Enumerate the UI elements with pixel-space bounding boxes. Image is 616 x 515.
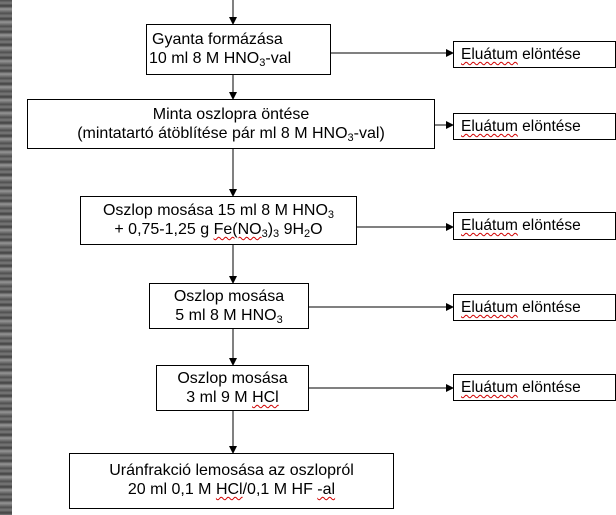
step-detail: (mintatartó átöblítése pár ml 8 M HNO3-v… [77,125,385,144]
eluate-discard-box: Eluátum elöntése [453,41,616,68]
step-title: Oszlop mosása [173,288,285,305]
eluate-discard-box: Eluátum elöntése [453,374,616,401]
step-title: Minta oszlopra öntése [152,106,310,123]
step-detail: 10 ml 8 M HNO3-val [149,50,292,69]
step-detail: 5 ml 8 M HNO3 [175,307,283,326]
step-oszlop-mosasa-15ml: Oszlop mosása 15 ml 8 M HNO3 + 0,75-1,25… [80,196,357,245]
step-title: Gyanta formázása [152,31,283,48]
eluate-discard-box: Eluátum elöntése [453,113,616,140]
background-stone-strip [0,0,12,515]
step-uranfrakcio-lemosasa: Uránfrakció lemosása az oszlopról 20 ml … [69,453,394,509]
step-detail: 3 ml 9 M HCl [186,389,279,406]
step-detail: 20 ml 0,1 M HCl/0,1 M HF -al [127,481,336,498]
step-oszlop-mosasa-5ml: Oszlop mosása 5 ml 8 M HNO3 [149,283,309,329]
eluate-discard-box: Eluátum elöntése [453,212,616,240]
step-title: Oszlop mosása [177,370,288,387]
step-title: Oszlop mosása 15 ml 8 M HNO3 [102,202,335,221]
eluate-discard-box: Eluátum elöntése [453,294,616,321]
step-oszlop-mosasa-3ml: Oszlop mosása 3 ml 9 M HCl [156,365,309,411]
step-minta-oszlopra-ontese: Minta oszlopra öntése (mintatartó átöblí… [27,99,435,149]
step-title: Uránfrakció lemosása az oszlopról [109,462,354,479]
step-detail: + 0,75-1,25 g Fe(NO3)3 9H2O [114,221,323,240]
step-gyanta-formazasa: Gyanta formázása 10 ml 8 M HNO3-val [146,24,331,75]
